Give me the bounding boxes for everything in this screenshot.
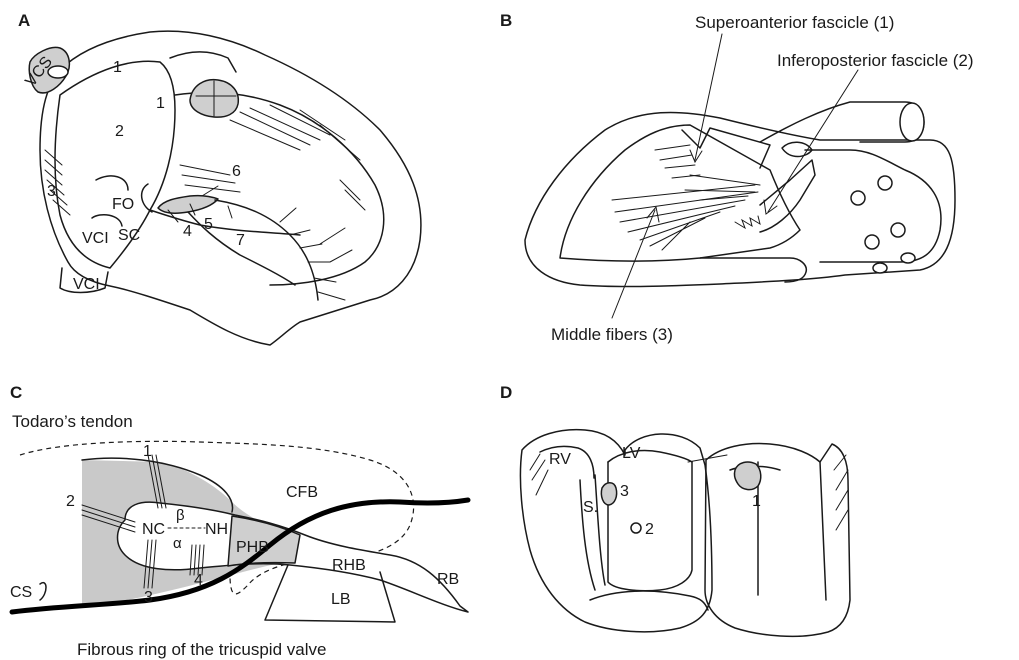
structure-1 — [734, 462, 760, 490]
label-c-4: 4 — [194, 572, 203, 589]
panel-c-letter: C — [10, 383, 22, 402]
ventricles-block-right — [705, 444, 850, 637]
label-c-1: 1 — [143, 443, 152, 460]
aortic-opening — [900, 103, 924, 141]
label-d-2: 2 — [645, 521, 654, 538]
coronary-sinus — [92, 215, 122, 226]
panel-a: A VCS VCI — [18, 11, 421, 345]
orifice-2 — [851, 191, 865, 205]
label-4: 4 — [183, 223, 192, 240]
right-atrium-wall — [55, 61, 175, 268]
label-vci-top: VCI — [82, 230, 109, 247]
label-1b: 1 — [156, 95, 165, 112]
label-6: 6 — [232, 163, 241, 180]
panel-c: C Todaro’s tendon Fibrous ring of the tr… — [10, 383, 468, 659]
heart-outline — [40, 31, 421, 345]
panel-b-letter: B — [500, 11, 512, 30]
structure-2 — [631, 523, 641, 533]
label-middle-fibers: Middle fibers (3) — [551, 325, 673, 344]
label-cfb: CFB — [286, 484, 318, 501]
orifice-4 — [865, 235, 879, 249]
label-fibrous-ring: Fibrous ring of the tricuspid valve — [77, 640, 326, 659]
label-s: S. — [583, 499, 598, 516]
label-rhb: RHB — [332, 557, 366, 574]
label-nc: NC — [142, 521, 165, 538]
av-conduction-axis — [158, 196, 218, 214]
arrow-7 — [228, 206, 232, 218]
label-nh: NH — [205, 521, 228, 538]
label-lb: LB — [331, 591, 351, 608]
label-phb: PHB — [236, 539, 269, 556]
papillary-nub-2 — [901, 253, 915, 263]
label-fo: FO — [112, 196, 134, 213]
structure-3 — [601, 483, 616, 505]
label-5: 5 — [204, 216, 213, 233]
orifice-1 — [878, 176, 892, 190]
label-vci-bottom: VCI — [73, 276, 100, 293]
panel-d-letter: D — [500, 383, 512, 402]
pointer-inferoposterior — [768, 70, 858, 212]
pointer-middle — [612, 210, 655, 318]
coronary-sinus-symbol — [40, 583, 46, 600]
label-todaros-tendon: Todaro’s tendon — [12, 412, 133, 431]
panel-d: D RV LV S. 1 2 3 — [500, 383, 850, 636]
label-cs: CS — [10, 584, 32, 601]
label-beta: β — [176, 507, 185, 524]
label-c-2: 2 — [66, 493, 75, 510]
label-rv: RV — [549, 451, 571, 468]
label-2: 2 — [115, 123, 124, 140]
label-1a: 1 — [113, 59, 122, 76]
panel-b: B Superoanterior fascicl — [500, 11, 974, 344]
label-d-3: 3 — [620, 483, 629, 500]
label-c-3: 3 — [144, 589, 153, 606]
orifice-3 — [891, 223, 905, 237]
label-3: 3 — [47, 183, 56, 200]
label-lv: LV — [622, 445, 641, 462]
papillary-nub-1 — [873, 263, 887, 273]
label-rb: RB — [437, 571, 459, 588]
left-bundle-branch — [215, 200, 318, 300]
label-sc: SC — [118, 227, 140, 244]
panel-a-letter: A — [18, 11, 30, 30]
label-alpha: α — [173, 535, 182, 552]
label-superoanterior: Superoanterior fascicle (1) — [695, 13, 894, 32]
label-inferoposterior: Inferoposterior fascicle (2) — [777, 51, 974, 70]
label-7: 7 — [236, 232, 245, 249]
label-d-1: 1 — [752, 493, 761, 510]
